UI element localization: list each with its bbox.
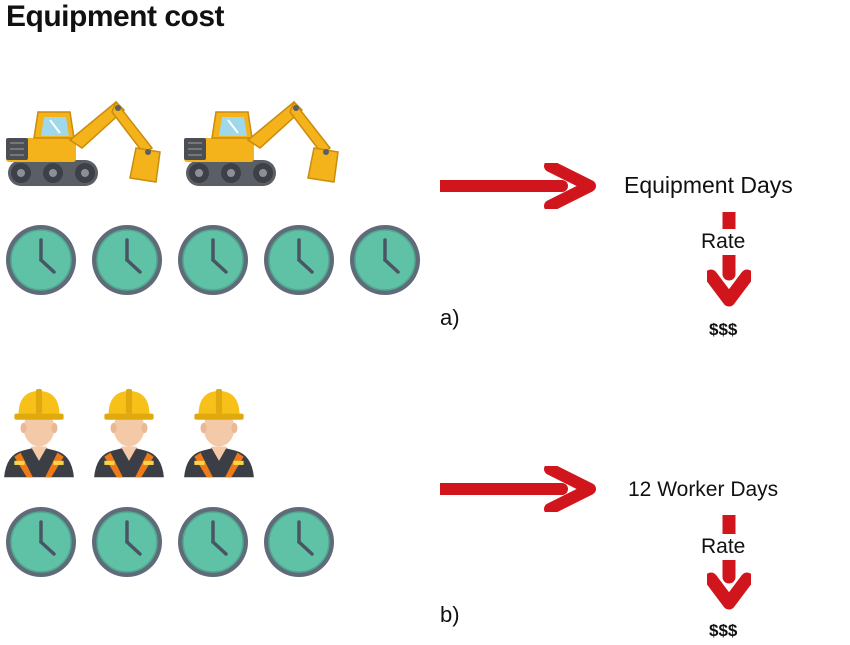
clock-icon (91, 224, 163, 296)
clock-icon (5, 506, 77, 578)
arrow-down-icon (707, 212, 751, 308)
construction-worker-icon (94, 389, 164, 478)
construction-worker-icon (184, 389, 254, 478)
panel-letter: a) (440, 305, 460, 330)
excavator-icon (5, 101, 161, 187)
clock-icon (5, 224, 77, 296)
rate-label: Rate (699, 229, 748, 255)
arrow-down-icon (707, 515, 751, 611)
clock-icon (263, 506, 335, 578)
arrow-right-icon (440, 466, 596, 512)
result-label: 12 Worker Days (628, 478, 779, 501)
rate-label: Rate (699, 534, 748, 560)
clock-icon (263, 224, 335, 296)
cost-label: $$$ (709, 320, 738, 339)
arrow-right-icon (440, 163, 596, 209)
page-title: Equipment cost (6, 0, 225, 33)
cost-label: $$$ (709, 621, 738, 640)
construction-worker-icon (4, 389, 74, 478)
clock-icon (177, 224, 249, 296)
clock-icon (349, 224, 421, 296)
clock-icon (91, 506, 163, 578)
result-label: Equipment Days (624, 172, 793, 198)
panel-letter: b) (440, 602, 460, 627)
excavator-icon (183, 101, 339, 187)
clock-icon (177, 506, 249, 578)
